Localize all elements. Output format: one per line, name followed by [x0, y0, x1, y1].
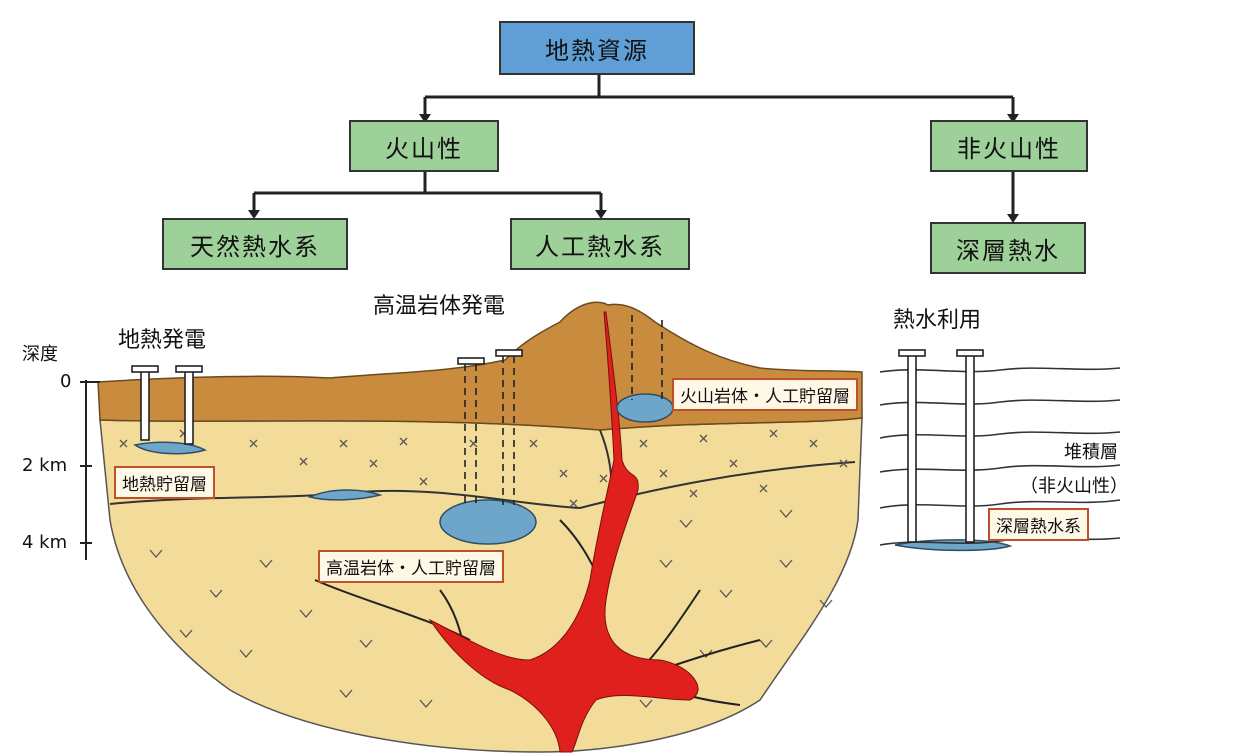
artificial-hydro-box: 人工熱水系 — [510, 218, 690, 270]
volcanic-rock-layer — [97, 301, 863, 431]
hot-rock-reservoir-pocket — [439, 499, 537, 545]
natural-hydro-box: 天然熱水系 — [162, 218, 348, 270]
depth-tick-0: 0 — [60, 371, 72, 392]
hot-water-use-title: 熱水利用 — [893, 308, 982, 333]
depth-tick-4km: 4 km — [22, 532, 68, 553]
hot-rock-power-title: 高温岩体発電 — [373, 294, 506, 319]
non-volcanic-note-label: （非火山性） — [1020, 476, 1128, 497]
volcanic-rock-reservoir-label: 火山岩体・人工貯留層 — [672, 378, 858, 411]
deep-hot-water-box: 深層熱水 — [930, 222, 1086, 274]
geothermal-wells — [131, 349, 523, 445]
geo-reservoir-pocket — [133, 441, 207, 455]
tree-connectors — [252, 75, 1015, 218]
non-volcanic-box: 非火山性 — [930, 120, 1088, 172]
deep-hot-water-system-label: 深層熱水系 — [988, 508, 1089, 541]
side-water-pocket — [307, 489, 383, 501]
hot-rock-reservoir-label: 高温岩体・人工貯留層 — [318, 550, 504, 583]
root-box: 地熱資源 — [499, 21, 695, 75]
depth-axis-title: 深度 — [22, 344, 58, 365]
sedimentary-layer-label: 堆積層 — [1064, 442, 1118, 463]
granite-marks — [119, 429, 848, 508]
volcanic-box: 火山性 — [349, 120, 499, 172]
hot-rock-wells — [464, 315, 663, 505]
hot-water-wells — [898, 349, 984, 543]
magma-body — [428, 311, 699, 753]
volcanic-reservoir-pocket — [616, 393, 674, 423]
depth-tick-2km: 2 km — [22, 455, 68, 476]
geothermal-power-title: 地熱発電 — [118, 328, 207, 353]
geothermal-reservoir-label: 地熱貯留層 — [114, 466, 215, 499]
depth-axis-lines — [80, 380, 100, 560]
